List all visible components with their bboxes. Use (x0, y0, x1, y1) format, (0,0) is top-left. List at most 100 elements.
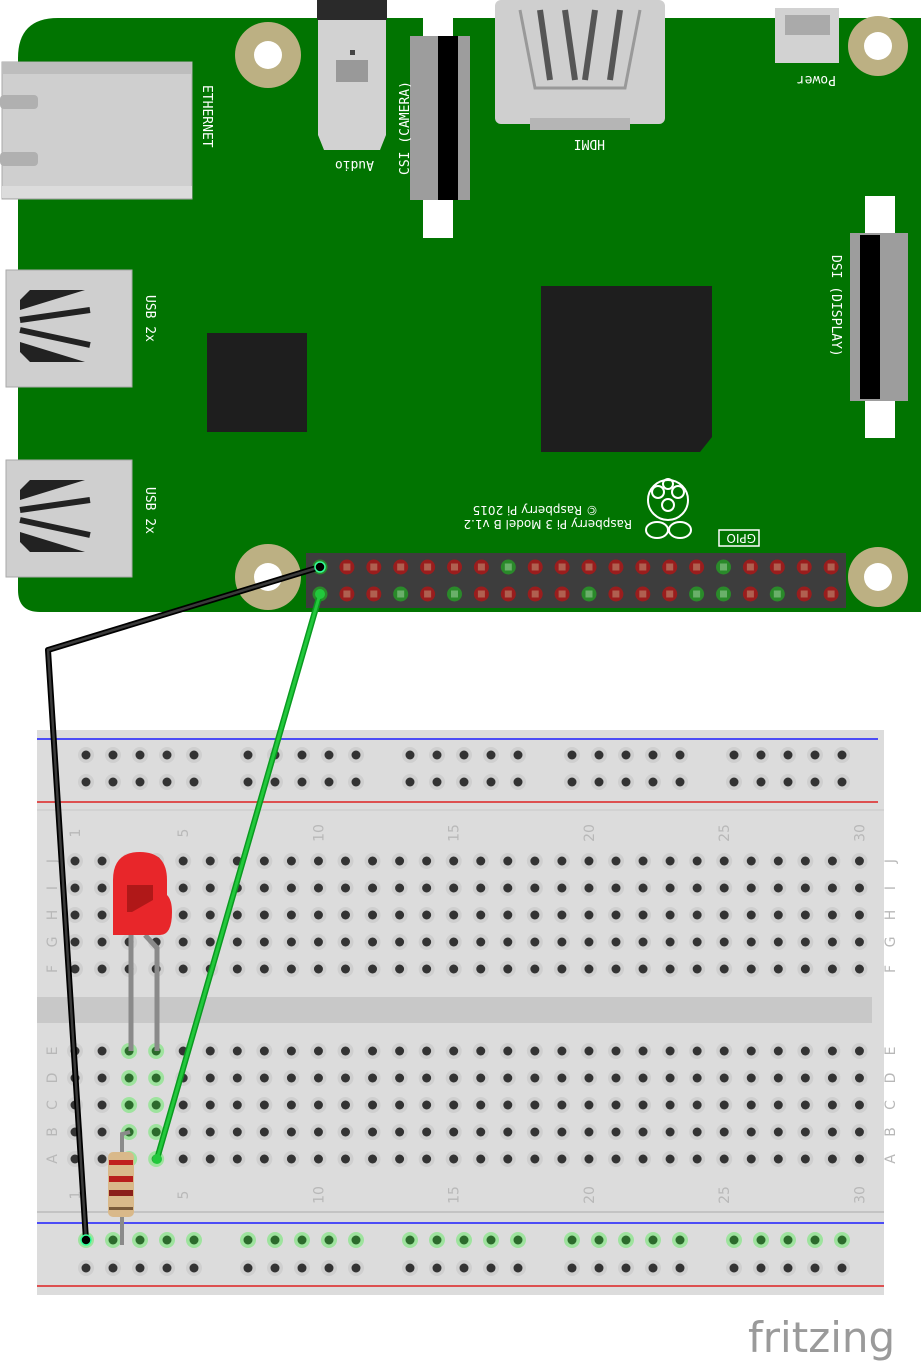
breadboard-hole-center (773, 883, 783, 893)
row-label: F (883, 965, 899, 973)
breadboard-hole-center (449, 1046, 459, 1056)
breadboard-hole-center (422, 883, 432, 893)
breadboard-hole-center (611, 1100, 621, 1110)
gpio-pin-pad (370, 590, 378, 598)
breadboard-hole-center (854, 910, 864, 920)
breadboard-hole-center (459, 750, 469, 760)
breadboard-hole-center (783, 1263, 793, 1273)
breadboard-hole-center (313, 883, 323, 893)
breadboard-hole-center (675, 750, 685, 760)
row-label: G (883, 937, 899, 948)
breadboard-hole-center (178, 1127, 188, 1137)
usb-label-2: USB 2x (142, 487, 157, 534)
breadboard-hole-center (351, 1263, 361, 1273)
breadboard-hole-center (313, 1073, 323, 1083)
breadboard-hole-center (341, 856, 350, 866)
breadboard-hole-center (827, 883, 837, 893)
breadboard-hole-center (341, 1127, 350, 1137)
breadboard-hole-center (584, 883, 594, 893)
breadboard-hole-center (286, 1154, 296, 1164)
breadboard-hole-center (773, 856, 783, 866)
breadboard-hole-center (368, 1127, 378, 1137)
breadboard-hole-center (756, 777, 766, 787)
breadboard-hole-center (557, 910, 567, 920)
breadboard-hole-center (243, 1235, 253, 1245)
breadboard-hole-center (648, 777, 658, 787)
breadboard-hole-center (178, 964, 188, 974)
breadboard-hole-center (503, 910, 513, 920)
breadboard-hole-center (503, 937, 513, 947)
breadboard-hole-center (97, 1046, 107, 1056)
breadboard-hole-center (135, 1235, 145, 1245)
gpio-pin-pad (531, 590, 539, 598)
breadboard-hole-center (638, 964, 648, 974)
breadboard-hole-center (395, 964, 405, 974)
breadboard-hole-center (530, 937, 540, 947)
column-number: 15 (447, 824, 463, 842)
breadboard-hole-center (594, 1235, 604, 1245)
breadboard-hole-center (557, 1046, 567, 1056)
row-label: C (45, 1100, 61, 1110)
pi-copyright-text: © Raspberry Pi 2015 (473, 503, 598, 517)
breadboard-hole-center (97, 883, 107, 893)
breadboard-hole-center (810, 1263, 820, 1273)
breadboard-hole-center (783, 777, 793, 787)
gpio-pin-pad (370, 563, 378, 571)
breadboard-hole-center (449, 883, 459, 893)
breadboard-hole-center (270, 1263, 280, 1273)
breadboard-hole-center (621, 750, 631, 760)
breadboard-hole-center (270, 1235, 280, 1245)
breadboard-hole-center (638, 910, 648, 920)
breadboard-hole-center (368, 883, 378, 893)
breadboard-hole-center (729, 1263, 739, 1273)
breadboard-hole-center (178, 910, 188, 920)
breadboard-hole-center (243, 777, 253, 787)
breadboard-hole-center (827, 1127, 837, 1137)
breadboard-hole-center (665, 1154, 675, 1164)
breadboard-hole-center (692, 964, 702, 974)
column-number: 5 (176, 1191, 192, 1200)
gpio-pin-pad (424, 563, 432, 571)
breadboard-hole-center (665, 910, 675, 920)
breadboard-hole-center (205, 856, 215, 866)
breadboard-hole-center (108, 750, 118, 760)
breadboard-hole-center (621, 1263, 631, 1273)
breadboard-hole-center (178, 1154, 188, 1164)
breadboard-hole-center (719, 1100, 729, 1110)
breadboard-hole-center (530, 883, 540, 893)
breadboard-hole-center (422, 1127, 432, 1137)
breadboard-hole-center (205, 910, 215, 920)
gpio-pin-pad (746, 563, 754, 571)
breadboard-hole-center (243, 750, 253, 760)
row-label: E (45, 1047, 61, 1056)
gpio-pin-pad (343, 590, 351, 598)
breadboard-hole-center (854, 856, 864, 866)
breadboard-hole-center (286, 910, 296, 920)
breadboard-hole-center (395, 1073, 405, 1083)
breadboard-hole-center (800, 1046, 810, 1056)
breadboard-hole-center (70, 883, 80, 893)
breadboard-hole-center (422, 964, 432, 974)
breadboard-hole-center (773, 964, 783, 974)
gpio-pin-pad (693, 563, 701, 571)
breadboard-hole-center (719, 883, 729, 893)
breadboard-hole-center (395, 1154, 405, 1164)
breadboard-hole-center (476, 1100, 486, 1110)
breadboard-hole-center (449, 910, 459, 920)
gpio-pin-pad (531, 563, 539, 571)
breadboard-hole-center (368, 1100, 378, 1110)
breadboard-hole-center (232, 1073, 242, 1083)
breadboard-hole-center (530, 964, 540, 974)
gpio-pin-pad (827, 563, 835, 571)
breadboard-hole-center (449, 1154, 459, 1164)
breadboard-hole-center (810, 777, 820, 787)
gpio-pin-pad (585, 563, 593, 571)
column-number: 25 (717, 824, 733, 842)
breadboard-hole-center (324, 777, 334, 787)
breadboard-hole-center (286, 856, 296, 866)
gpio-pin-pad (720, 563, 727, 571)
breadboard-hole-center (800, 1127, 810, 1137)
gpio-pin-pad (424, 590, 432, 598)
breadboard-hole-center (422, 1154, 432, 1164)
column-number: 10 (311, 1186, 327, 1204)
